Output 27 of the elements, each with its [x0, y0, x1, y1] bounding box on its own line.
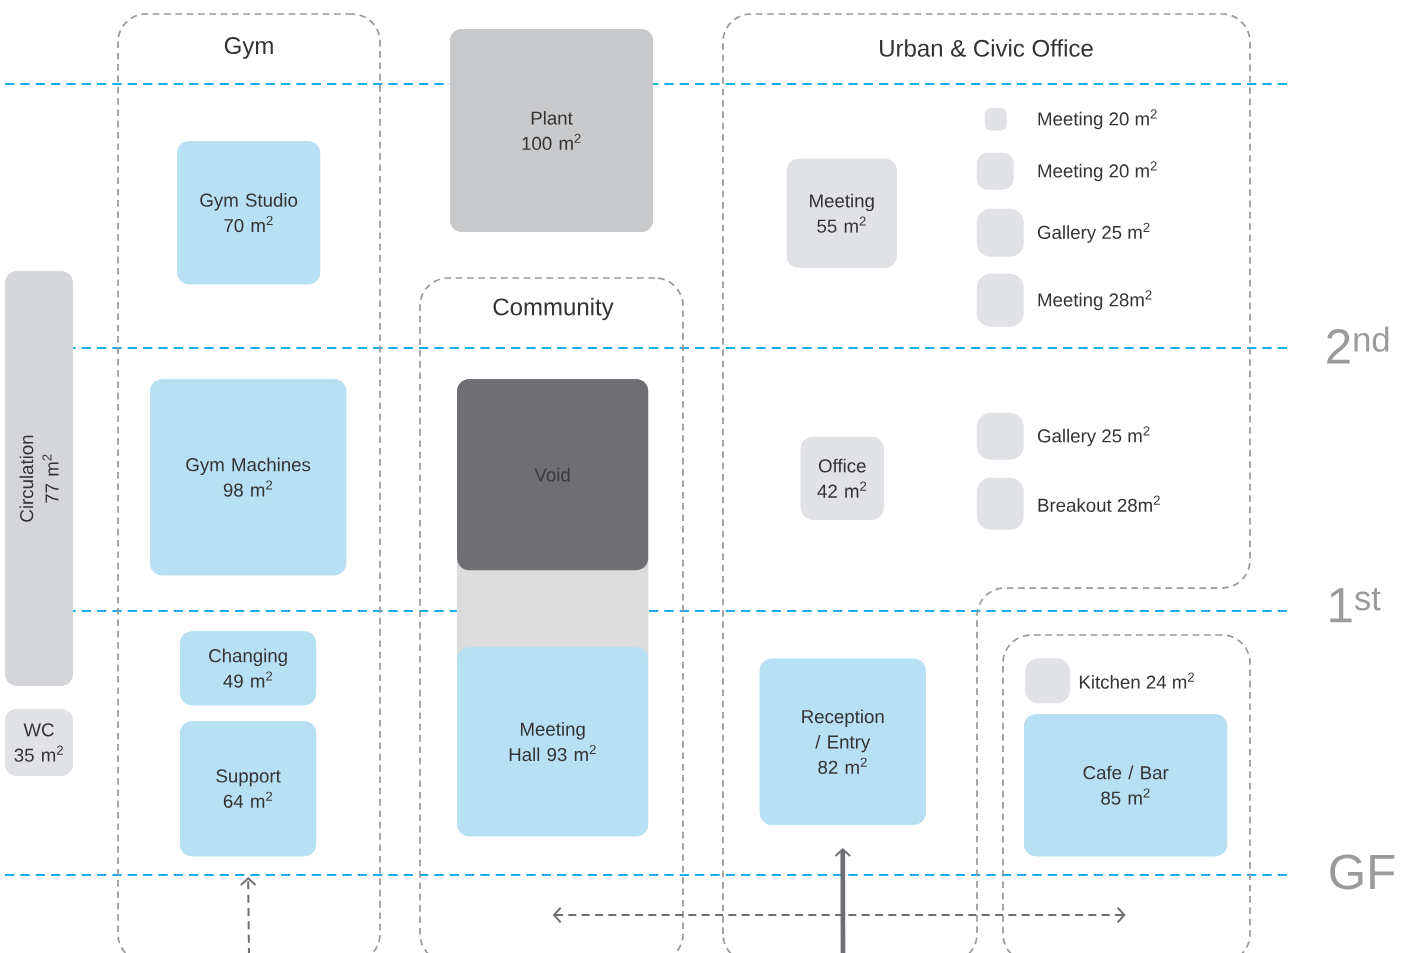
room-box: Office 42 m$^{2}$	[800, 436, 884, 520]
room-box: Support 64 m$^{2}$	[180, 721, 317, 857]
room-box: Meeting Hall 93 m$^{2}$	[457, 647, 649, 837]
room-label: Meeting 20 m$^{2}$	[1038, 161, 1157, 182]
room-box: Circulation 77 m$^{2}$	[5, 271, 73, 686]
room-label: Gallery 25 m$^{2}$	[1037, 222, 1150, 243]
arrow	[552, 906, 1126, 924]
room-label: Meeting 20 m$^{2}$	[1038, 109, 1157, 130]
room-label: Kitchen 24 m$^{2}$	[1079, 672, 1194, 689]
arrow	[834, 848, 852, 953]
arrow	[239, 877, 257, 953]
room-box: Cafe / Bar 85 m$^{2}$	[1024, 714, 1228, 857]
room-box: Gym Studio 70 m$^{2}$	[177, 141, 321, 285]
floor-label: 2$^{nd}$	[1327, 326, 1389, 364]
room-box: Gym Machines 98 m$^{2}$	[150, 379, 347, 576]
room-box: Reception / Entry 82 m$^{2}$	[759, 658, 926, 825]
zone-outline	[1002, 634, 1251, 953]
room-box: Plant 100 m$^{2}$	[450, 29, 653, 232]
room-box: Changing 49 m$^{2}$	[180, 631, 317, 706]
room-box: Meeting 55 m$^{2}$	[786, 158, 897, 268]
room-box: Void	[456, 379, 649, 661]
room-box: WC 35 m$^{2}$	[5, 709, 73, 776]
room-label: Meeting 28m$^{2}$	[1038, 290, 1152, 311]
room-label: Breakout 28m$^{2}$	[1038, 495, 1160, 512]
floor-label: 1$^{st}$	[1330, 587, 1381, 623]
floor-label: GF	[1330, 854, 1395, 890]
room-label: Gallery 25 m$^{2}$	[1037, 426, 1150, 447]
